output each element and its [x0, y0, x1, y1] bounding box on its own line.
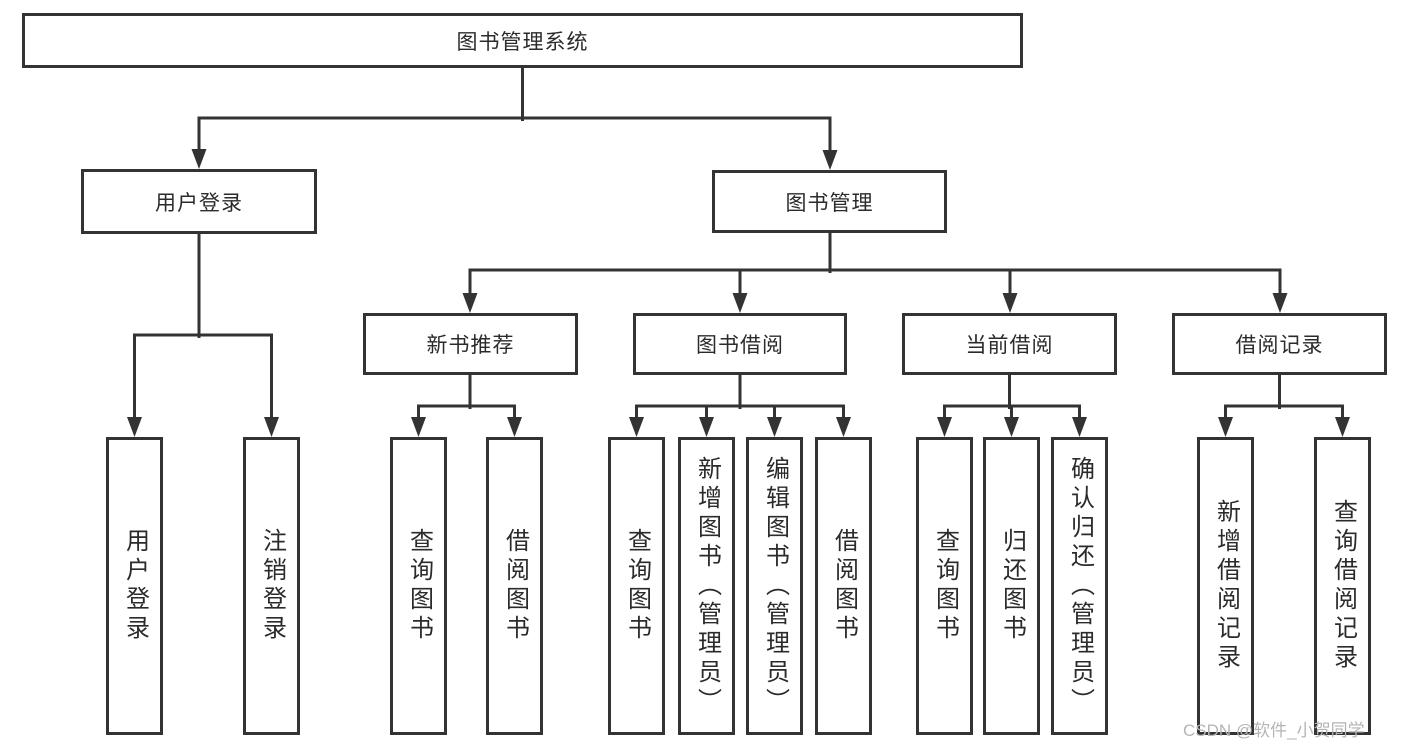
node-label: 图书管理 — [785, 191, 874, 215]
node-book-borrowing: 图书借阅 — [633, 313, 847, 375]
node-label: 归还图书 — [998, 528, 1026, 644]
edge-login-to-leaves — [133, 232, 273, 420]
node-label: 注销登录 — [258, 528, 286, 644]
node-current-borrowing: 当前借阅 — [902, 313, 1117, 375]
node-label: 借阅图书 — [501, 528, 529, 644]
node-label: 查询图书 — [931, 528, 959, 644]
leaf-borrowing-add-books-admin: 新增图书（管理员） — [678, 437, 735, 735]
arrow-down-icon — [629, 417, 644, 437]
leaf-logout: 注销登录 — [243, 437, 300, 735]
node-borrowing-records: 借阅记录 — [1172, 313, 1387, 375]
arrow-down-icon — [937, 417, 952, 437]
leaf-current-confirm-return-admin: 确认归还（管理员） — [1051, 437, 1108, 735]
leaf-borrowing-borrow-books: 借阅图书 — [815, 437, 872, 735]
arrow-down-icon — [1072, 417, 1087, 437]
edge-records-to-leaves — [1224, 373, 1344, 421]
arrow-down-icon — [1002, 293, 1018, 313]
node-user-login: 用户登录 — [81, 169, 317, 234]
leaf-user-login: 用户登录 — [106, 437, 163, 735]
arrow-down-icon — [767, 417, 782, 437]
node-label: 用户登录 — [155, 191, 243, 215]
leaf-current-query-books: 查询图书 — [916, 437, 973, 735]
leaf-newbook-query-books: 查询图书 — [390, 437, 447, 735]
node-label: 查询图书 — [405, 528, 433, 644]
node-label: 图书借阅 — [696, 334, 784, 357]
node-label: 新增借阅记录 — [1212, 499, 1240, 673]
edge-borrow-to-leaves — [635, 373, 845, 421]
arrowheads — [127, 149, 1350, 437]
leaf-records-add-borrow-record: 新增借阅记录 — [1197, 437, 1254, 735]
arrow-down-icon — [507, 417, 522, 437]
arrow-down-icon — [1004, 417, 1019, 437]
arrow-down-icon — [1218, 417, 1233, 437]
leaf-current-return-books: 归还图书 — [983, 437, 1040, 735]
node-label: 用户登录 — [121, 528, 149, 644]
node-label: 查询借阅记录 — [1329, 499, 1357, 673]
leaf-borrowing-query-books: 查询图书 — [608, 437, 665, 735]
edge-current-to-leaves — [943, 373, 1081, 421]
arrow-down-icon — [1272, 293, 1288, 313]
arrow-down-icon — [264, 417, 279, 437]
arrow-down-icon — [191, 149, 207, 169]
arrow-down-icon — [127, 417, 142, 437]
node-library-management-system: 图书管理系统 — [22, 13, 1023, 68]
node-label: 借阅记录 — [1235, 334, 1324, 357]
leaf-records-query-borrow-record: 查询借阅记录 — [1314, 437, 1371, 735]
node-label: 确认归还（管理员） — [1066, 455, 1094, 717]
node-label: 图书管理系统 — [456, 30, 589, 54]
node-new-book-recommendation: 新书推荐 — [363, 313, 578, 375]
node-label: 编辑图书（管理员） — [761, 455, 789, 717]
edge-newbook-to-leaves — [417, 373, 516, 421]
arrow-down-icon — [411, 417, 426, 437]
node-label: 借阅图书 — [830, 528, 858, 644]
arrow-down-icon — [732, 293, 748, 313]
node-label: 新增图书（管理员） — [693, 455, 721, 717]
edge-mgmt-to-level3 — [468, 231, 1282, 296]
edge-root-to-level2 — [197, 66, 832, 153]
arrow-down-icon — [699, 417, 714, 437]
node-label: 新书推荐 — [426, 334, 515, 357]
leaf-borrowing-edit-books-admin: 编辑图书（管理员） — [746, 437, 803, 735]
arrow-down-icon — [822, 150, 838, 170]
node-label: 当前借阅 — [965, 334, 1054, 357]
node-book-management: 图书管理 — [712, 170, 947, 233]
arrow-down-icon — [1335, 417, 1350, 437]
node-label: 查询图书 — [623, 528, 651, 644]
leaf-newbook-borrow-books: 借阅图书 — [486, 437, 543, 735]
arrow-down-icon — [836, 417, 851, 437]
arrow-down-icon — [462, 293, 478, 313]
csdn-watermark: CSDN @软件_小贺同学 — [1183, 721, 1365, 740]
